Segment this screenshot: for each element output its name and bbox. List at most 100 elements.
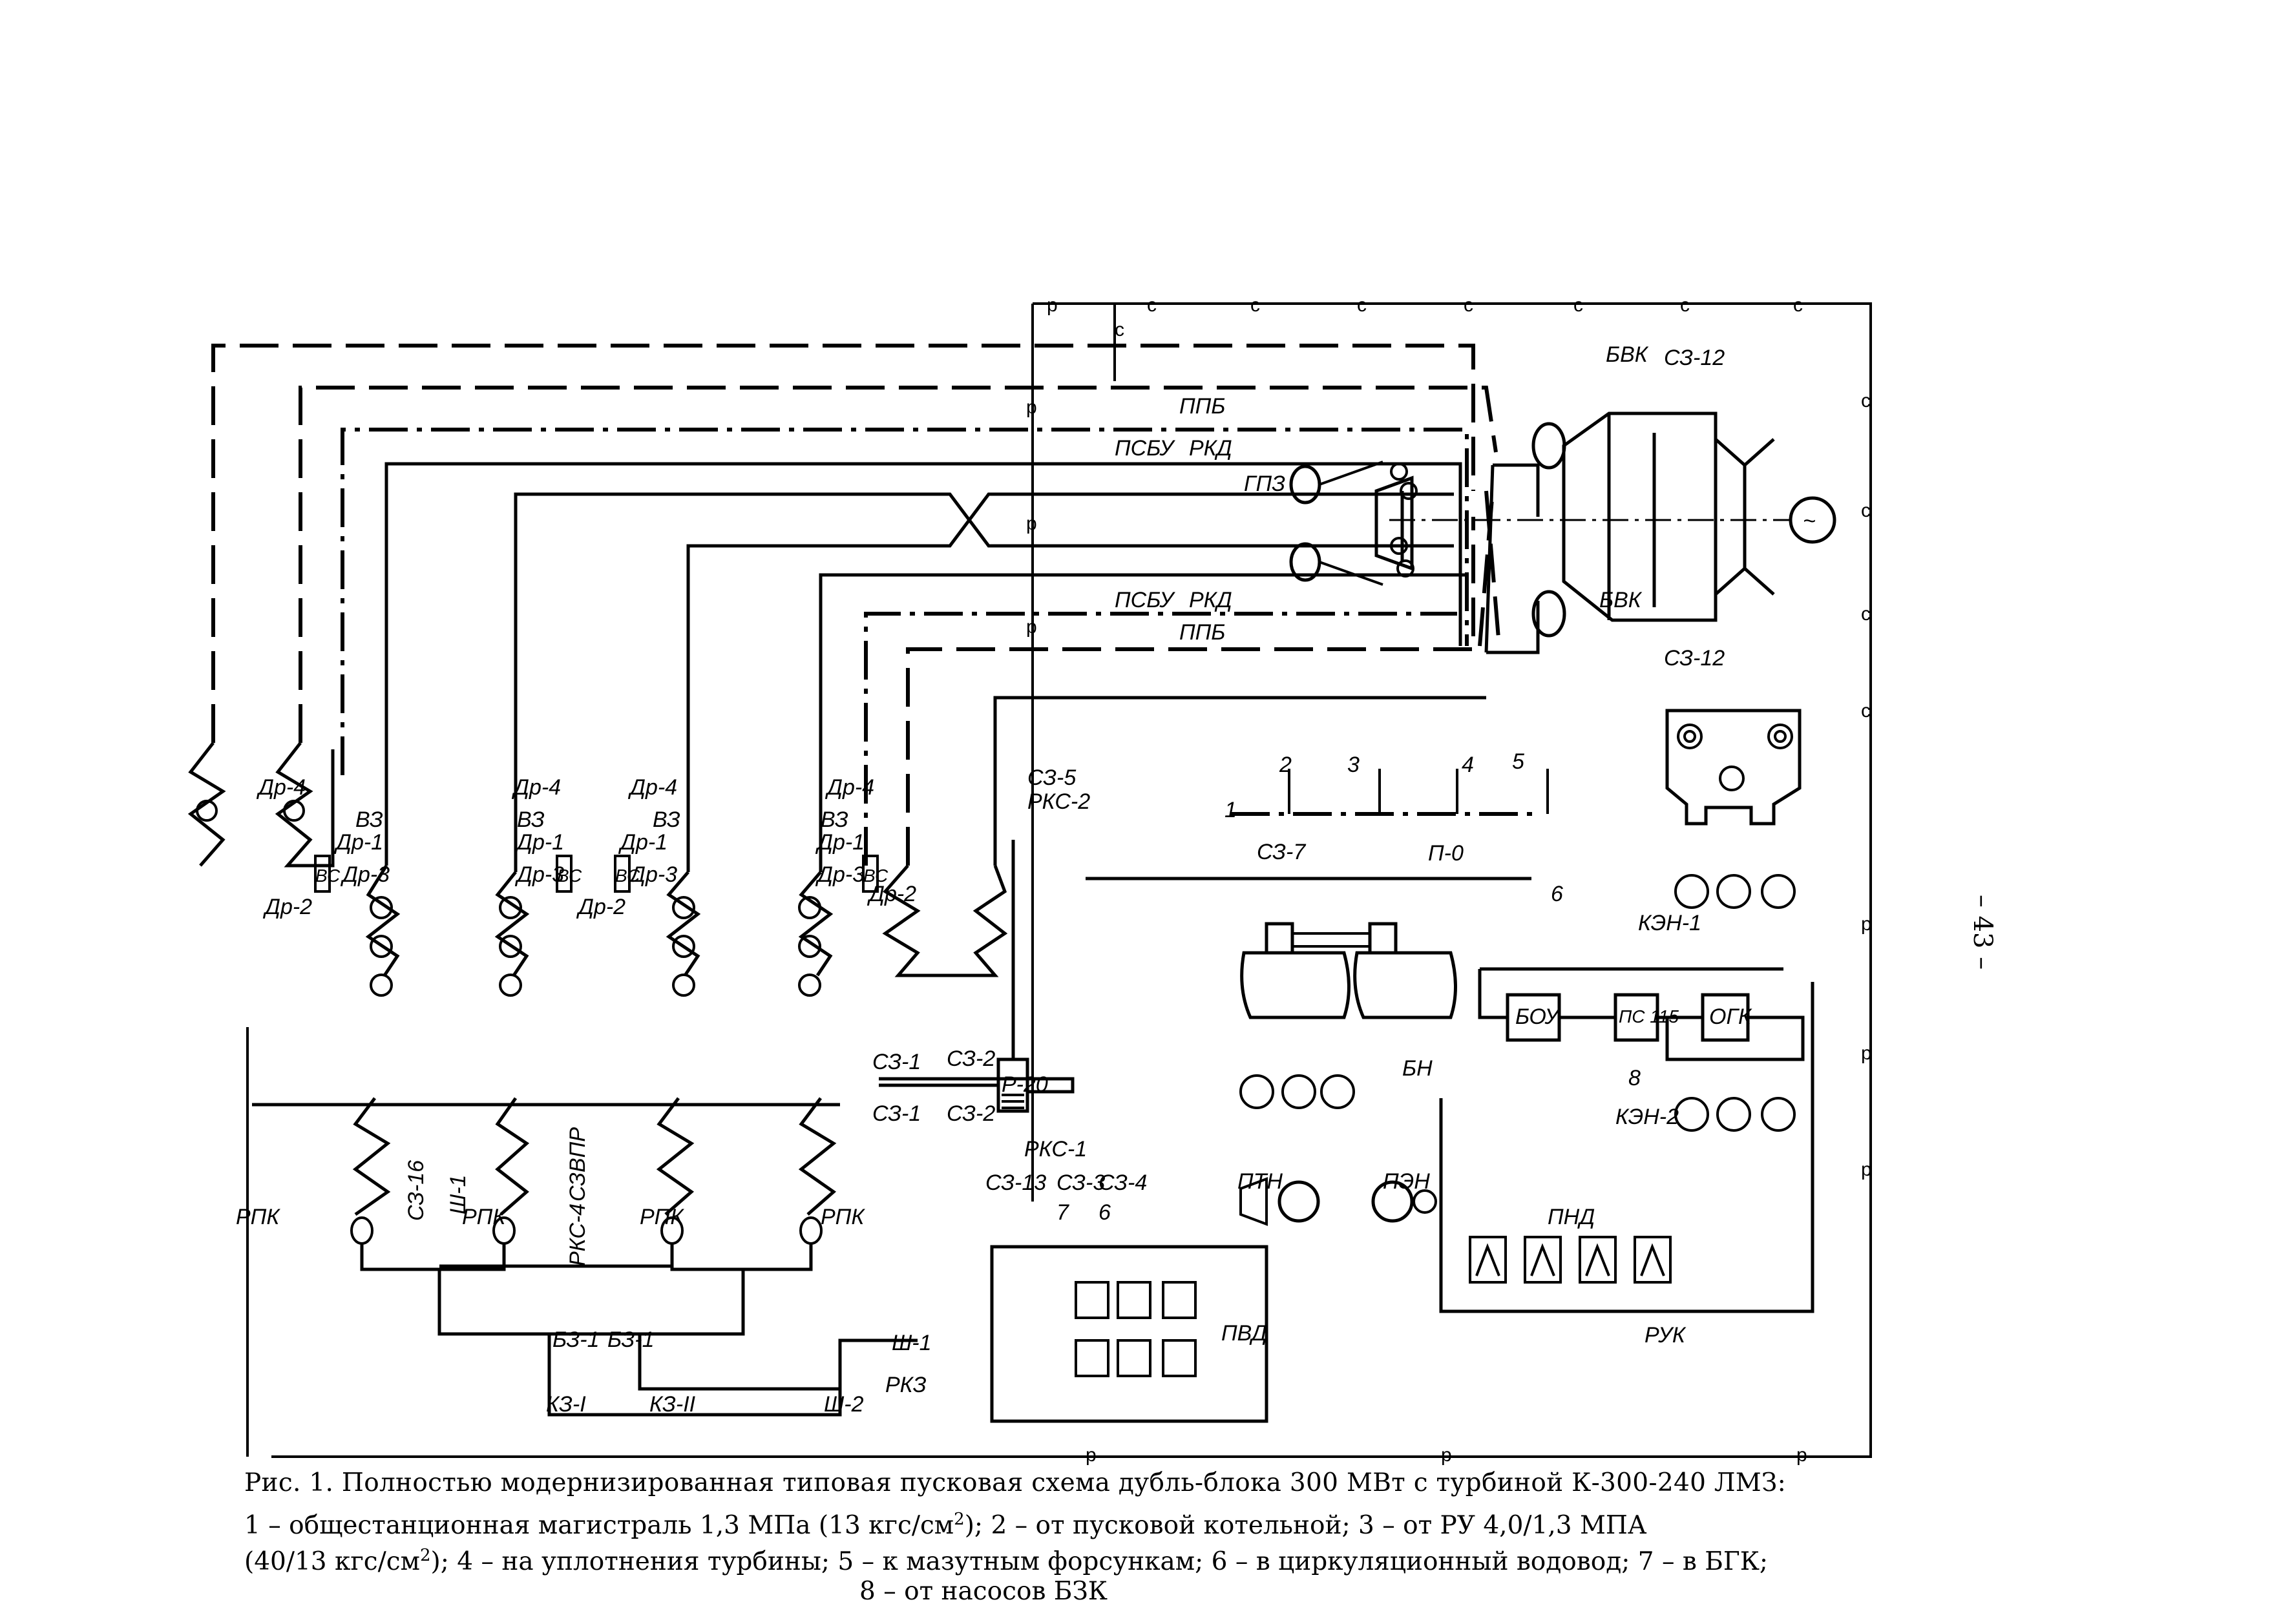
label-ken1: КЭН-1 — [1638, 911, 1701, 935]
label-psbu-top: ПСБУ — [1115, 436, 1175, 461]
line-mark-p: р — [1441, 1444, 1452, 1466]
label-rks1: РКС-1 — [1024, 1137, 1087, 1161]
label-sz7: СЗ-7 — [1257, 840, 1306, 864]
line-mark-p: р — [1861, 1043, 1872, 1064]
label-rks4: РКС-4 — [565, 1203, 590, 1266]
label-bz1-right: БЗ-1 — [607, 1327, 654, 1352]
label-dr1: Др-1 — [815, 830, 865, 855]
line-mark-p: р — [1026, 397, 1037, 418]
label-kz1: КЗ-I — [546, 1392, 586, 1417]
line-mark-c: с — [1793, 295, 1803, 316]
drain-line-top: р с с с с с с с с с с с с р р р р р р р … — [271, 295, 1872, 1466]
label-dr4: Др-4 — [256, 775, 306, 800]
caption-superscript: 2 — [419, 1546, 431, 1565]
line-mark-p: р — [1861, 1159, 1872, 1180]
generator-symbol: ~ — [1803, 509, 1816, 534]
label-ogk: ОГК — [1709, 1005, 1752, 1029]
label-dr3: Др-3 — [815, 862, 865, 887]
boiler-1 — [187, 742, 1008, 997]
condensate-treatment — [1478, 874, 1805, 1132]
figure-caption-line-3: (40/13 кгс/см2); 4 – на уплотнения турби… — [244, 1537, 1768, 1580]
label-vs: ВС — [863, 866, 888, 886]
label-bvk-top: БВК — [1606, 342, 1649, 367]
label-dr1: Др-1 — [618, 830, 667, 855]
page-number: – 43 – — [1968, 894, 1998, 970]
label-r20: Р-20 — [1002, 1072, 1048, 1097]
hp-valve-bottom — [1531, 590, 1566, 638]
figure-caption-title: Рис. 1. Полностью модернизированная типо… — [244, 1468, 1787, 1497]
line-mark-c: с — [1464, 295, 1473, 316]
header-lines — [1086, 769, 1549, 880]
label-p0: П-0 — [1428, 841, 1464, 866]
label-sz1-bottom: СЗ-1 — [872, 1101, 921, 1126]
label-pnd: ПНД — [1548, 1205, 1595, 1229]
label-pen: ПЭН — [1383, 1169, 1430, 1194]
label-rks2: РКС-2 — [1027, 789, 1090, 814]
label-sz12-bottom: СЗ-12 — [1664, 646, 1725, 671]
condenser — [1665, 709, 1802, 826]
hp-valve-top — [1531, 422, 1566, 470]
label-vs: ВС — [557, 866, 582, 886]
label-vs: ВС — [615, 866, 640, 886]
pen-pump — [1371, 1180, 1414, 1223]
label-bou: БОУ — [1515, 1005, 1561, 1029]
line-mark-c: с — [1861, 603, 1871, 625]
line-mark-p: р — [1026, 513, 1037, 534]
label-dr3: Др-3 — [627, 862, 677, 887]
label-5: 5 — [1512, 749, 1524, 774]
label-sz12-top: СЗ-12 — [1664, 346, 1725, 370]
label-rpk: РПК — [640, 1205, 684, 1229]
label-bn: БН — [1402, 1056, 1433, 1081]
label-8: 8 — [1628, 1066, 1641, 1090]
label-rkd-top: РКД — [1189, 436, 1232, 461]
line-mark-c: с — [1680, 295, 1690, 316]
ptn-pump — [1277, 1180, 1320, 1223]
label-1: 1 — [1225, 798, 1237, 822]
label-vz: ВЗ — [653, 807, 680, 832]
line-mark-c: с — [1573, 295, 1583, 316]
label-sh2: Ш-2 — [824, 1392, 864, 1417]
caption-text: ); 2 – от пусковой котельной; 3 – от РУ … — [964, 1511, 1647, 1540]
label-2: 2 — [1279, 753, 1292, 777]
caption-text: ); 4 – на уплотнения турбины; 5 – к мазу… — [430, 1547, 1769, 1576]
label-dr1: Др-1 — [333, 830, 383, 855]
line-mark-p: р — [1861, 913, 1872, 935]
line-mark-c: с — [1357, 295, 1367, 316]
label-sz2-bottom: СЗ-2 — [947, 1101, 995, 1126]
line-mark-c: с — [1861, 390, 1871, 411]
label-dr2: Др-2 — [867, 882, 916, 906]
label-rkd-bottom: РКД — [1189, 588, 1232, 612]
label-sz1-top: СЗ-1 — [872, 1050, 921, 1074]
diagram-labels: ППБ ППБ ПСБУ ПСБУ РКД РКД ГПЗ БВК СЗ-12 … — [236, 342, 1752, 1417]
label-sz3: СЗ-3 — [1056, 1171, 1105, 1195]
line-mark-p: р — [1047, 295, 1058, 316]
label-rkz: РКЗ — [885, 1373, 927, 1397]
figure-caption-line-4: 8 – от насосов БЗК — [859, 1577, 1108, 1606]
caption-text: (40/13 кгс/см — [244, 1547, 420, 1576]
line-mark-p: р — [1086, 1444, 1097, 1466]
label-rpk: РПК — [462, 1205, 507, 1229]
generator-icon — [1789, 496, 1836, 544]
label-6-right: 6 — [1551, 882, 1563, 906]
label-dr3: Др-3 — [340, 862, 390, 887]
label-pvd: ПВД — [1221, 1321, 1267, 1346]
label-rpk: РПК — [236, 1205, 280, 1229]
turbine: ~ — [1289, 411, 1836, 654]
label-psbu-bottom: ПСБУ — [1115, 588, 1175, 612]
label-sz2-top: СЗ-2 — [947, 1046, 995, 1071]
line-mark-c: с — [1861, 500, 1871, 521]
label-3: 3 — [1347, 753, 1360, 777]
label-sh1: Ш-1 — [892, 1331, 932, 1355]
label-sz5: СЗ-5 — [1027, 765, 1076, 790]
label-sh1-vertical: Ш-1 — [446, 1174, 470, 1214]
label-sz13: СЗ-13 — [985, 1171, 1046, 1195]
label-6: 6 — [1098, 1200, 1111, 1225]
label-ppb-top: ППБ — [1179, 394, 1225, 419]
line-mark-c: с — [1861, 700, 1871, 722]
label-dr4: Др-4 — [825, 775, 874, 800]
label-vz: ВЗ — [821, 807, 848, 832]
r20-separator — [879, 840, 1075, 1113]
line-mark-c: с — [1250, 295, 1260, 316]
label-sz16: СЗ-16 — [404, 1160, 428, 1221]
